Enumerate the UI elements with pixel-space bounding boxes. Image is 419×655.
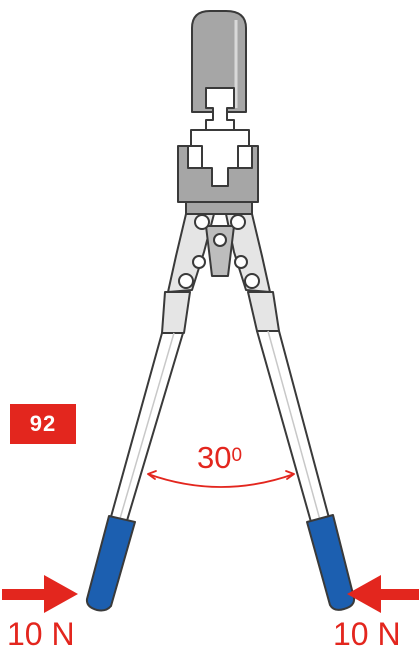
angle-arc [147,470,295,488]
pivot-pin [178,273,194,289]
figure-number-badge: 92 [10,404,76,444]
pivot-pin [194,214,210,230]
pivot-pin [213,233,227,247]
pivot-pin [234,255,248,269]
crimping-head [177,10,259,215]
right-handle [247,291,356,611]
arrow-left-icon [347,575,419,613]
right-grip [306,514,356,611]
arrow-right-icon [2,575,78,613]
force-left-label: 10 N [7,616,75,652]
left-grip [85,515,136,612]
angle-value: 30 [197,440,232,475]
pivot-pin [192,255,206,269]
force-right-label: 10 N [333,616,401,652]
pivot-pin [244,273,260,289]
linkage [167,213,271,293]
angle-label: 300 [197,440,242,476]
left-handle [85,291,191,612]
angle-unit: 0 [231,445,243,466]
pivot-pin [230,214,246,230]
